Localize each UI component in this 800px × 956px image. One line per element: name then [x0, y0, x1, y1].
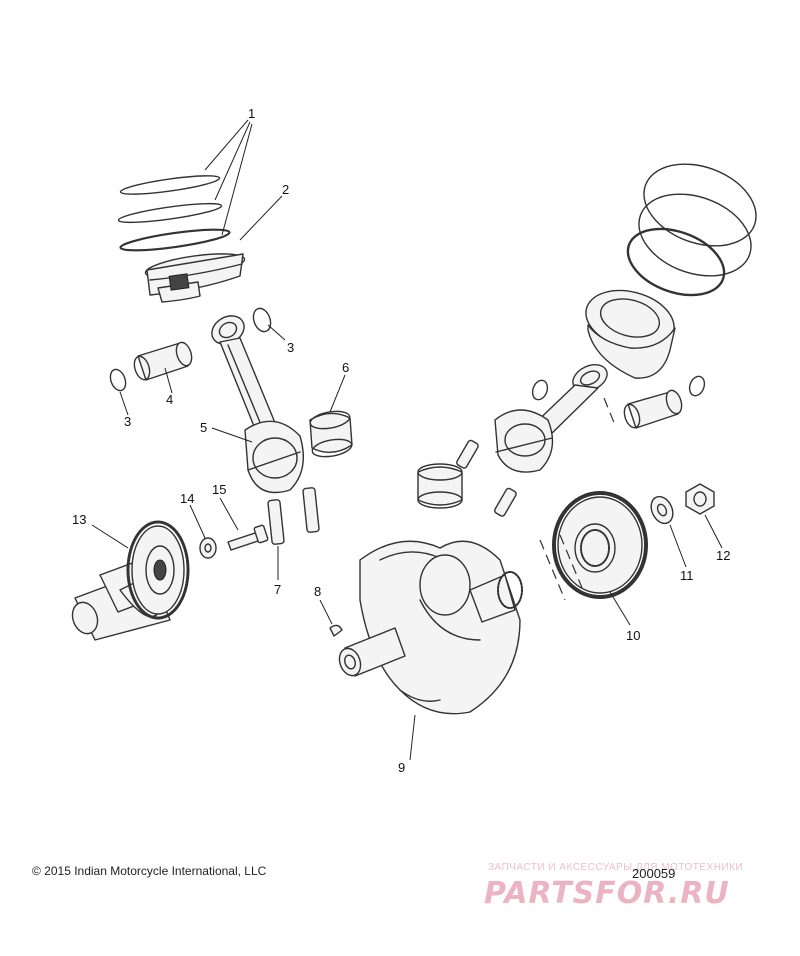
bearing-right	[417, 463, 463, 509]
watermark-tagline: ЗАПЧАСТИ И АКСЕССУАРЫ ДЛЯ МОТОТЕХНИКИ	[488, 862, 744, 873]
circlip-right-b	[688, 375, 706, 397]
callout-1: 1	[248, 106, 255, 121]
callout-13: 13	[72, 512, 86, 527]
piston-rings-right	[626, 163, 757, 297]
callout-11: 11	[680, 568, 694, 583]
callout-12: 12	[716, 548, 730, 563]
washer-14	[199, 537, 217, 559]
bolt-15	[227, 524, 269, 551]
drive-gear-10	[552, 491, 648, 599]
circlip-upper-right	[252, 307, 272, 333]
woodruff-key-8	[329, 624, 343, 637]
callout-6: 6	[342, 360, 349, 375]
connecting-rod-left	[211, 315, 304, 494]
callout-4: 4	[166, 392, 173, 407]
callout-5: 5	[200, 420, 207, 435]
copyright-text: © 2015 Indian Motorcycle International, …	[32, 864, 267, 878]
piston-pin-right	[623, 389, 683, 429]
piston-right	[585, 289, 676, 379]
washer-11	[650, 495, 674, 525]
callout-3b: 3	[124, 414, 131, 429]
balance-shaft-gear	[126, 520, 190, 620]
piston-left	[144, 253, 246, 303]
bearing-left	[309, 410, 353, 458]
nut-12	[685, 483, 715, 515]
watermark-logo: PARTSFOR.RU	[484, 876, 730, 911]
rod-bolts-right	[456, 439, 517, 517]
crankshaft	[338, 540, 523, 715]
piston-pin-left	[133, 341, 193, 381]
circlip-right-a	[531, 379, 549, 401]
callout-9: 9	[398, 760, 405, 775]
callout-8: 8	[314, 584, 321, 599]
connecting-rod-right	[494, 364, 608, 473]
callout-15: 15	[212, 482, 226, 497]
diagram-id: 200059	[632, 866, 676, 881]
callout-3a: 3	[287, 340, 294, 355]
rod-bolts-left	[267, 487, 320, 545]
callout-10: 10	[626, 628, 640, 643]
piston-rings-left	[117, 175, 231, 252]
circlip-lower-left	[109, 368, 127, 392]
callout-2: 2	[282, 182, 289, 197]
callout-14: 14	[180, 491, 194, 506]
callout-7: 7	[274, 582, 281, 597]
leader-lines	[91, 119, 723, 761]
